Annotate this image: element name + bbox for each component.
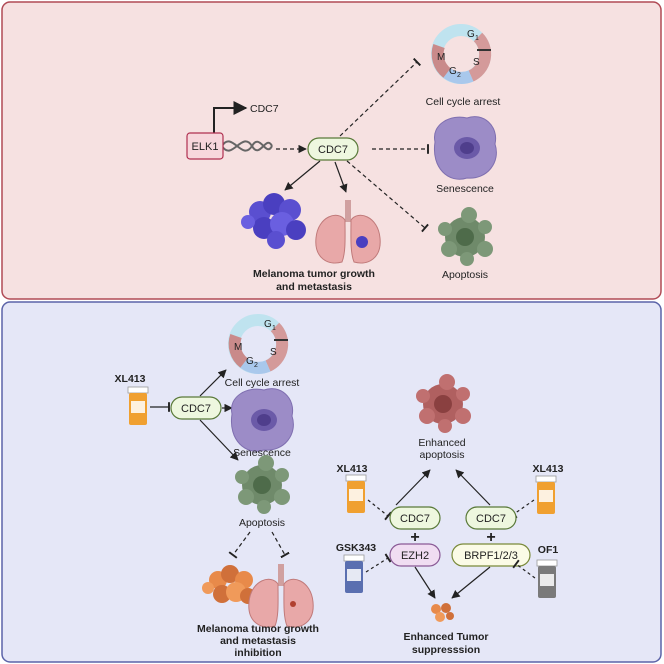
cdc7-label-bottom: CDC7 xyxy=(181,403,211,415)
apoptosis-label-top: Apoptosis xyxy=(442,269,488,281)
pill-bottle-icon-combo-left xyxy=(345,474,367,514)
svg-text:S: S xyxy=(473,57,480,68)
cdc7-node-combo-left xyxy=(389,506,441,530)
arrow-left-combo-to-apoptosis xyxy=(395,469,431,506)
of1-label: OF1 xyxy=(538,544,559,556)
cell-cycle-wheel-top: G 1 S G 2 M xyxy=(437,29,491,79)
tumor-cluster-small xyxy=(431,603,454,622)
svg-text:S: S xyxy=(270,347,277,358)
svg-text:M: M xyxy=(437,52,445,63)
lungs-icon-top xyxy=(315,199,381,264)
pill-bottle-icon-left xyxy=(127,386,149,426)
elk1-box xyxy=(186,132,224,160)
cdc7-node-combo-right xyxy=(465,506,517,530)
svg-text:2: 2 xyxy=(254,362,258,369)
arrow-ezh2-to-suppression xyxy=(414,566,436,599)
plus-sign-right: + xyxy=(486,529,495,546)
tumor-cluster-bottom xyxy=(202,565,256,604)
inhibit-gsk343-ezh2 xyxy=(365,553,392,573)
cdc7-node-top xyxy=(307,137,359,161)
inhibit-xl413-cdc7-right xyxy=(510,499,535,519)
svg-text:1: 1 xyxy=(475,35,479,42)
tumor-cluster-top xyxy=(241,193,306,249)
senescence-cell-bottom xyxy=(230,388,294,452)
elk1-label: ELK1 xyxy=(192,141,219,153)
xl413-label-combo-left: XL413 xyxy=(337,463,368,475)
arrow-to-apoptosis-bottom xyxy=(199,419,239,461)
tumor-growth-label-top-line1: Melanoma tumor growth xyxy=(253,268,375,280)
senescence-label-top: Senescence xyxy=(436,183,494,195)
plus-sign-left: + xyxy=(410,529,419,546)
brpf-label: BRPF1/2/3 xyxy=(464,550,518,562)
svg-text:2: 2 xyxy=(457,72,461,79)
arrow-brpf-to-suppression xyxy=(451,566,491,599)
bottom-panel xyxy=(1,301,662,663)
cdc7-label-combo-left: CDC7 xyxy=(400,513,430,525)
senescence-label-bottom: Senescence xyxy=(233,447,291,459)
cdc7-label-combo-right: CDC7 xyxy=(476,513,506,525)
brpf-node xyxy=(451,543,531,567)
suppression-label-line1: Enhanced Tumor xyxy=(404,631,489,643)
pill-bottle-icon-of1 xyxy=(536,559,558,599)
xl413-label-combo-right: XL413 xyxy=(533,463,564,475)
cdc7-gene-label: CDC7 xyxy=(250,103,279,115)
xl413-label-left: XL413 xyxy=(115,373,146,385)
pill-bottle-icon-combo-right xyxy=(535,475,557,515)
tumor-growth-label-top-line2: and metastasis xyxy=(276,281,352,293)
inhibit-lungs-bottom xyxy=(271,531,290,559)
arrow-right-combo-to-apoptosis xyxy=(455,469,491,506)
inhibition-label-line1: Melanoma tumor growth xyxy=(197,623,319,635)
inhibit-apoptosis-top xyxy=(346,160,429,233)
cdc7-label-top: CDC7 xyxy=(318,144,348,156)
inhibit-of1-brpf xyxy=(512,559,536,579)
arrow-to-tumor-top xyxy=(284,160,321,191)
senescence-cell-top xyxy=(433,116,497,180)
cdc7-node-bottom xyxy=(170,396,222,420)
enhanced-apoptosis-label-line2: apoptosis xyxy=(420,449,465,461)
inhibition-label-line3: inhibition xyxy=(234,647,281,659)
elk1-promoter-group: CDC7 ELK1 xyxy=(186,101,279,160)
arrow-to-lungs-top xyxy=(334,161,348,193)
inhibit-xl413-cdc7-left xyxy=(367,499,392,521)
arrow-to-cycle-bottom xyxy=(199,369,227,397)
cell-cycle-arrest-label-bottom: Cell cycle arrest xyxy=(225,377,300,389)
dna-icon xyxy=(221,140,273,152)
cell-cycle-wheel-bottom: G 1 S G 2 M xyxy=(234,319,288,369)
enhanced-apoptosis-label-line1: Enhanced xyxy=(418,437,465,449)
gsk343-label: GSK343 xyxy=(336,542,376,554)
lungs-icon-bottom xyxy=(248,563,314,628)
svg-text:G: G xyxy=(246,356,254,367)
cell-cycle-arrest-label-top: Cell cycle arrest xyxy=(426,96,501,108)
ezh2-label: EZH2 xyxy=(401,550,429,562)
svg-text:1: 1 xyxy=(272,325,276,332)
svg-text:G: G xyxy=(467,29,475,40)
inhibition-label-line2: and metastasis xyxy=(220,635,296,647)
inhibit-cycle-top xyxy=(339,57,422,137)
inhibit-tumor-bottom xyxy=(228,531,251,559)
pill-bottle-icon-gsk343 xyxy=(343,554,365,594)
svg-text:G: G xyxy=(264,319,272,330)
svg-text:G: G xyxy=(449,66,457,77)
svg-text:M: M xyxy=(234,342,242,353)
suppression-label-line2: suppresssion xyxy=(412,644,480,656)
apoptosis-label-bottom: Apoptosis xyxy=(239,517,285,529)
